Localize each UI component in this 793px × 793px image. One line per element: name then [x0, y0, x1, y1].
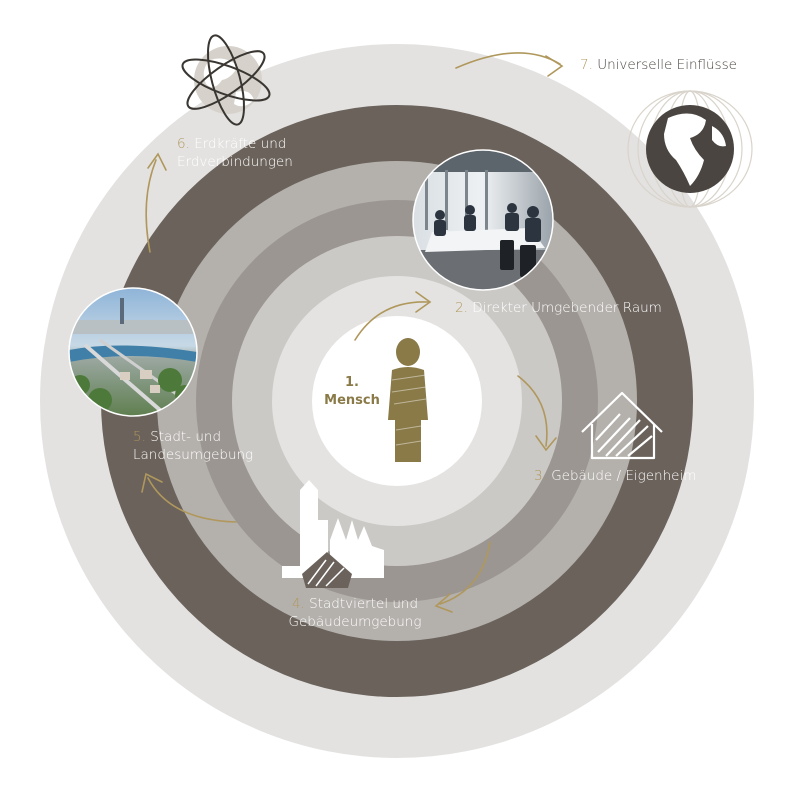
label-ring-5: 5. Stadt- und Landesumgebung	[133, 428, 253, 464]
label-ring-3-text: Gebäude / Eigenheim	[551, 468, 697, 484]
label-ring-1-number: 1.	[345, 375, 359, 390]
person-icon	[388, 338, 428, 462]
label-ring-7-number: 7.	[580, 57, 593, 73]
house-icon	[581, 391, 663, 460]
label-ring-3-number: 3.	[534, 468, 547, 484]
label-ring-6-line1: Erdkräfte und	[194, 136, 287, 152]
small-house-icon	[302, 552, 352, 588]
label-ring-4-number: 4.	[291, 596, 305, 612]
label-ring-5-line1: Stadt- und	[150, 429, 222, 445]
label-ring-3: 3. Gebäude / Eigenheim	[534, 467, 696, 485]
label-ring-6: 6. Erdkräfte und Erdverbindungen	[177, 135, 293, 171]
label-ring-2: 2. Direkter Umgebender Raum	[455, 299, 662, 317]
label-ring-7-text: Universelle Einflüsse	[597, 57, 737, 73]
city-photo	[69, 288, 197, 416]
city-skyline-icon	[282, 480, 384, 578]
label-ring-5-number: 5.	[133, 429, 146, 445]
label-ring-2-text: Direkter Umgebender Raum	[472, 300, 662, 316]
label-ring-4-line1: Stadtviertel und	[309, 596, 419, 612]
wire-globe-icon	[627, 90, 753, 208]
label-ring-6-line2: Erdverbindungen	[177, 154, 293, 170]
label-ring-4-line2: Gebäudeumgebung	[288, 614, 422, 630]
label-ring-4: 4. Stadtviertel und Gebäudeumgebung	[282, 595, 428, 631]
label-ring-7: 7. Universelle Einflüsse	[580, 56, 737, 74]
atom-globe-icon	[181, 34, 271, 126]
label-ring-6-number: 6.	[177, 136, 190, 152]
label-ring-2-number: 2.	[455, 300, 468, 316]
label-ring-1-text: Mensch	[324, 393, 380, 408]
label-ring-1: 1. Mensch	[322, 374, 382, 410]
label-ring-5-line2: Landesumgebung	[133, 447, 254, 463]
